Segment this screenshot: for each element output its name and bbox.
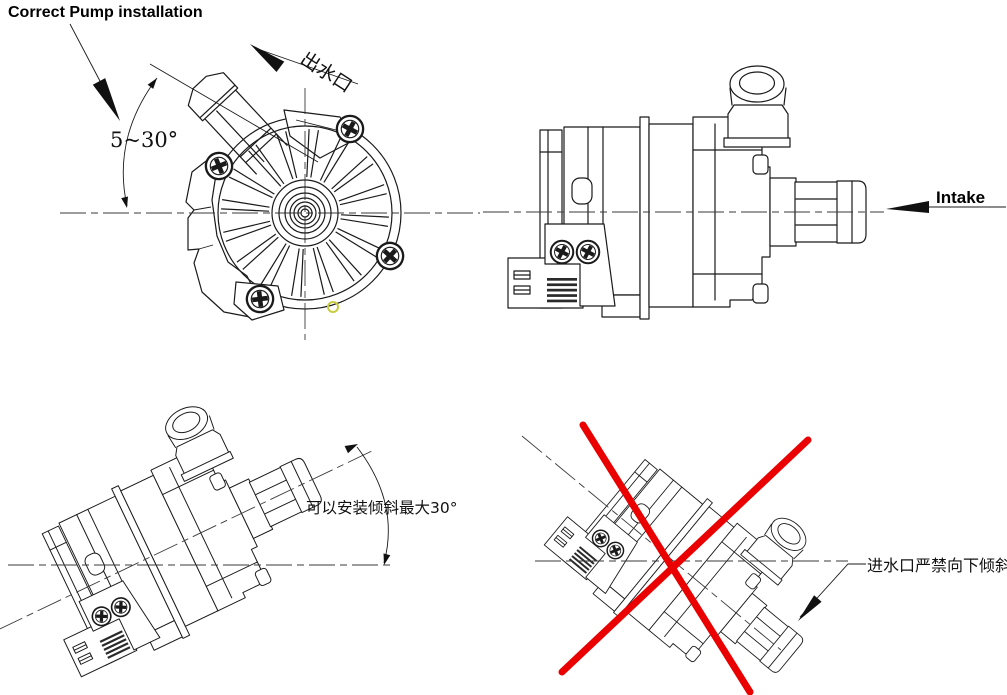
angle-range-label: 5~30° <box>110 128 178 152</box>
title-arrowhead <box>92 78 120 121</box>
prohibition-cross-icon <box>558 421 812 695</box>
outlet-pipe <box>187 72 288 175</box>
tilted-forbidden-view: 进水口严禁向下倾斜 <box>521 409 1007 695</box>
front-view <box>60 72 480 340</box>
hub-bearing <box>271 179 339 247</box>
side-view: Intake <box>483 66 1006 319</box>
outlet-arrowhead <box>250 44 285 72</box>
note-arrowhead <box>798 595 822 621</box>
tilt-angle-arc <box>356 446 389 564</box>
pump-tilted-ok <box>0 371 350 685</box>
yellow-highlight <box>327 301 339 313</box>
screw-icon <box>335 114 365 144</box>
tilted-ok-view: 可以安装倾斜最大30° <box>0 371 457 685</box>
intake-arrowhead <box>886 201 929 213</box>
outlet-axis-extension-line <box>149 63 319 163</box>
page-title: Correct Pump installation <box>8 4 203 21</box>
max-tilt-note: 可以安装倾斜最大30° <box>306 499 457 517</box>
outlet-leader-line <box>254 47 359 85</box>
intake-label: Intake <box>936 188 985 207</box>
pump-side-view <box>508 66 866 319</box>
no-downward-tilt-note: 进水口严禁向下倾斜 <box>867 556 1007 575</box>
impeller-ribs <box>221 129 389 297</box>
mounting-bracket <box>185 157 260 318</box>
angle-arc <box>122 77 158 207</box>
title-leader-line <box>69 23 102 84</box>
tilted-axis-line <box>0 449 375 630</box>
tilted-axis-line <box>521 435 782 651</box>
